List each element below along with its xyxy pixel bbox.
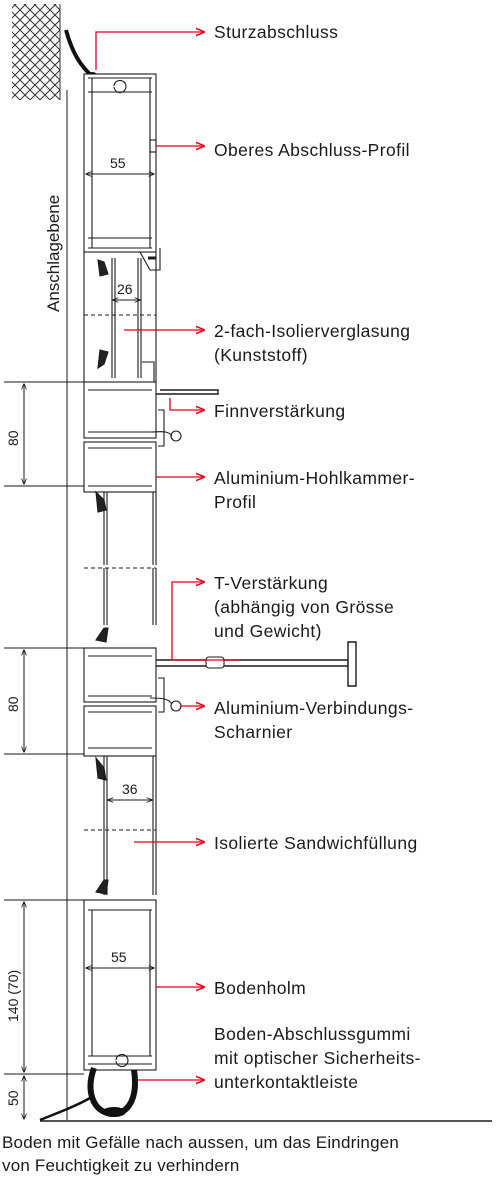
dim-width-top: 55	[110, 155, 126, 171]
dim-seal: 50	[5, 1090, 21, 1106]
label-finnverstaerkung: Finnverstärkung	[214, 399, 345, 423]
label-hohlkammer: Aluminium-Hohlkammer- Profil	[214, 466, 415, 514]
label-gummi-line3: unterkontaktleiste	[214, 1072, 359, 1092]
label-oberes-profil-text: Oberes Abschluss-Profil	[214, 140, 410, 160]
label-sturzabschluss-text: Sturzabschluss	[214, 22, 339, 42]
label-isolierverglasung: 2-fach-Isolierverglasung (Kunststoff)	[214, 319, 410, 367]
label-scharnier-line2: Scharnier	[214, 722, 293, 742]
label-t-verstaerkung: T-Verstärkung (abhängig von Grösse und G…	[214, 571, 394, 643]
dim-sandwich: 36	[122, 781, 138, 797]
label-hohlkammer-line1: Aluminium-Hohlkammer-	[214, 468, 415, 488]
label-scharnier: Aluminium-Verbindungs- Scharnier	[214, 696, 413, 744]
caption-line1: Boden mit Gefälle nach aussen, um das Ei…	[2, 1133, 400, 1152]
label-finnverstaerkung-text: Finnverstärkung	[214, 401, 346, 421]
label-isolierverglasung-line2: (Kunststoff)	[214, 345, 308, 365]
floor-caption: Boden mit Gefälle nach aussen, um das Ei…	[2, 1131, 399, 1177]
dimension-lines	[4, 174, 154, 1119]
dim-glass: 26	[117, 281, 133, 297]
dim-panel-2: 80	[5, 696, 21, 712]
label-abschlussgummi: Boden-Abschlussgummi mit optischer Siche…	[214, 1022, 421, 1094]
bottom-seal	[39, 1066, 138, 1122]
dim-width-bottom: 55	[111, 949, 127, 965]
label-isolierverglasung-line1: 2-fach-Isolierverglasung	[214, 321, 411, 341]
label-gummi-line1: Boden-Abschlussgummi	[214, 1024, 411, 1044]
label-bodenholm-text: Bodenholm	[214, 978, 307, 998]
sandwich-section	[84, 756, 157, 895]
bottom-rail	[83, 899, 157, 1071]
leader-lines	[95, 32, 240, 1080]
label-hohlkammer-line2: Profil	[214, 492, 257, 512]
panel-profile-2	[83, 567, 357, 781]
label-t-verstaerkung-line2: (abhängig von Grösse	[214, 597, 395, 617]
label-sandwich-text: Isolierte Sandwichfüllung	[214, 833, 418, 853]
label-sturzabschluss: Sturzabschluss	[214, 20, 338, 44]
label-gummi-line2: mit optischer Sicherheits-	[214, 1048, 421, 1068]
label-oberes-profil: Oberes Abschluss-Profil	[214, 138, 410, 162]
label-scharnier-line1: Aluminium-Verbindungs-	[214, 698, 414, 718]
label-t-verstaerkung-line1: T-Verstärkung	[214, 573, 329, 593]
label-sandwich: Isolierte Sandwichfüllung	[214, 831, 418, 855]
label-t-verstaerkung-line3: und Gewicht)	[214, 621, 322, 641]
top-profile	[83, 73, 161, 271]
dim-bottom-rail: 140 (70)	[5, 970, 21, 1022]
anschlagebene-label: Anschlagebene	[44, 195, 63, 312]
caption-line2: von Feuchtigkeit zu verhindern	[2, 1156, 240, 1175]
lintel-wall	[12, 4, 61, 100]
glazing-section	[83, 252, 157, 383]
panel-profile-1	[83, 381, 219, 565]
label-bodenholm: Bodenholm	[214, 976, 306, 1000]
dim-panel-1: 80	[5, 430, 21, 446]
